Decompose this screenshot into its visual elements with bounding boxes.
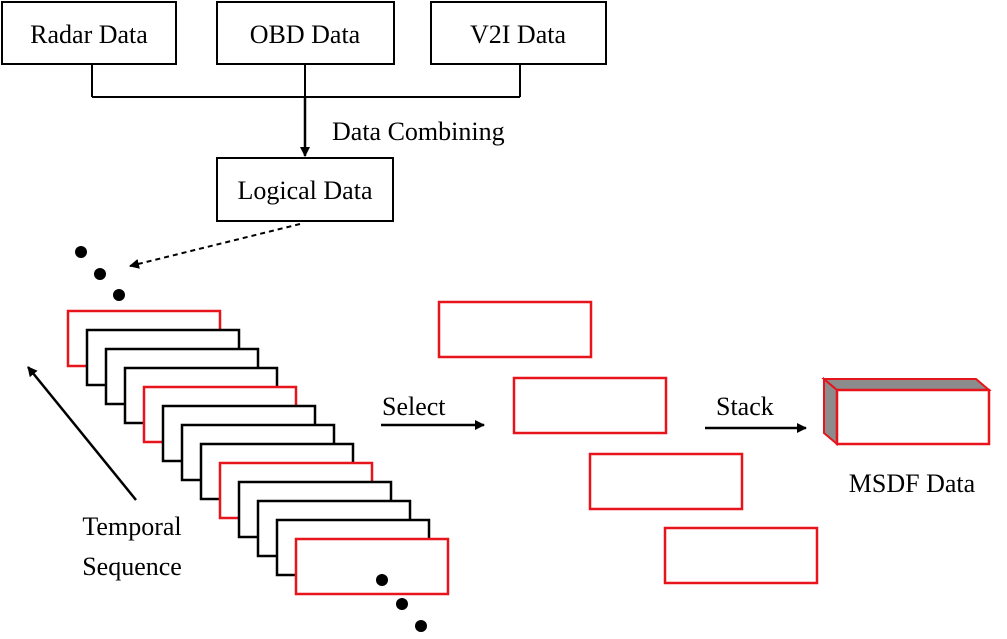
selected-frame-2 bbox=[512, 376, 668, 435]
bottom-ellipsis bbox=[376, 574, 427, 632]
selected-frame-1 bbox=[437, 300, 593, 359]
obd-data-box: OBD Data bbox=[216, 1, 395, 65]
v2i-data-label: V2I Data bbox=[470, 20, 566, 49]
temporal-arrow bbox=[27, 366, 137, 501]
select-label: Select bbox=[382, 392, 446, 421]
stack-label: Stack bbox=[716, 392, 774, 421]
msdf-cube bbox=[821, 376, 992, 447]
temporal-label-line2: Sequence bbox=[82, 552, 182, 581]
top-ellipsis bbox=[75, 246, 125, 301]
combine-connector bbox=[91, 64, 521, 98]
temporal-sequence-frames bbox=[66, 309, 450, 596]
temporal-label-line1: Temporal bbox=[82, 512, 181, 541]
selected-frames bbox=[437, 300, 819, 585]
logical-data-label: Logical Data bbox=[238, 176, 373, 205]
data-combining-label: Data Combining bbox=[332, 117, 505, 146]
msdf-data-label: MSDF Data bbox=[849, 469, 976, 498]
radar-data-label: Radar Data bbox=[30, 20, 148, 49]
dashed-arrow bbox=[129, 223, 301, 269]
v2i-data-box: V2I Data bbox=[430, 1, 607, 65]
sequence-frame bbox=[294, 537, 450, 596]
logical-data-box: Logical Data bbox=[216, 157, 394, 222]
selected-frame-3 bbox=[588, 452, 744, 511]
obd-data-label: OBD Data bbox=[250, 20, 361, 49]
radar-data-box: Radar Data bbox=[1, 1, 177, 65]
selected-frame-4 bbox=[663, 526, 819, 585]
